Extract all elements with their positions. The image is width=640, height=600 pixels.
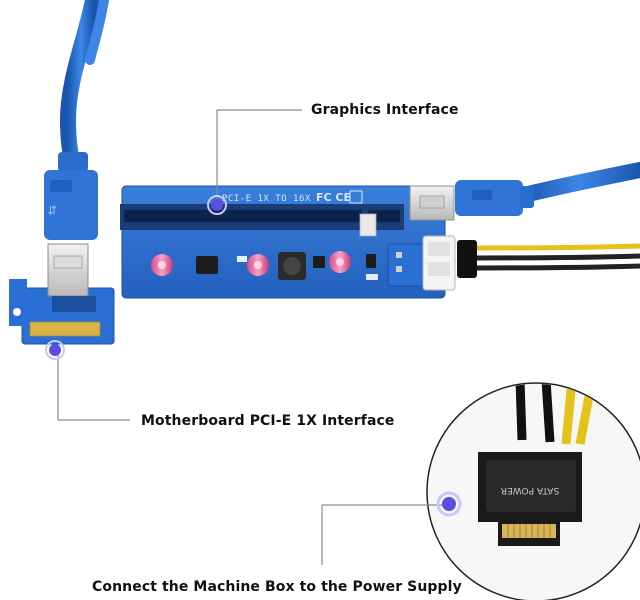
- board-silkscreen: PCI-E 1X TO 16X: [222, 194, 311, 204]
- motherboard-callout-marker: [45, 340, 130, 421]
- motherboard-interface-label: Motherboard PCI-E 1X Interface: [141, 413, 395, 429]
- molex-connector: [387, 235, 456, 291]
- power-supply-label: Connect the Machine Box to the Power Sup…: [92, 579, 462, 595]
- chip: [313, 256, 325, 268]
- pcie-16x-board: PCI-E 1X TO 16X FC CE: [120, 185, 456, 299]
- chip: [196, 256, 218, 274]
- svg-text:⇆: ⇆: [45, 205, 59, 215]
- sata-power-connector: SATA POWER: [478, 452, 582, 546]
- usb-port-board: [409, 185, 455, 221]
- sata-zoom-inset: SATA POWER: [426, 382, 640, 600]
- inductor: [278, 252, 306, 280]
- graphics-interface-label: Graphics Interface: [311, 102, 459, 118]
- capacitor: [247, 254, 269, 276]
- power-wires: [457, 240, 640, 278]
- pcie-1x-riser-card: [9, 243, 115, 345]
- usb-cable-left: ⇆: [44, 0, 109, 240]
- capacitor: [329, 251, 351, 273]
- chip: [366, 254, 376, 268]
- usb-cable-right: [455, 162, 640, 216]
- capacitor: [151, 254, 173, 276]
- gold-contacts-1x: [29, 321, 101, 337]
- power-callout-marker: [321, 491, 462, 565]
- cert-marks: FC CE: [316, 191, 351, 204]
- sata-label: SATA POWER: [501, 485, 560, 495]
- graphics-callout-marker: [207, 109, 302, 215]
- pcie-16x-slot: [120, 204, 404, 237]
- sata-pins: [502, 524, 556, 538]
